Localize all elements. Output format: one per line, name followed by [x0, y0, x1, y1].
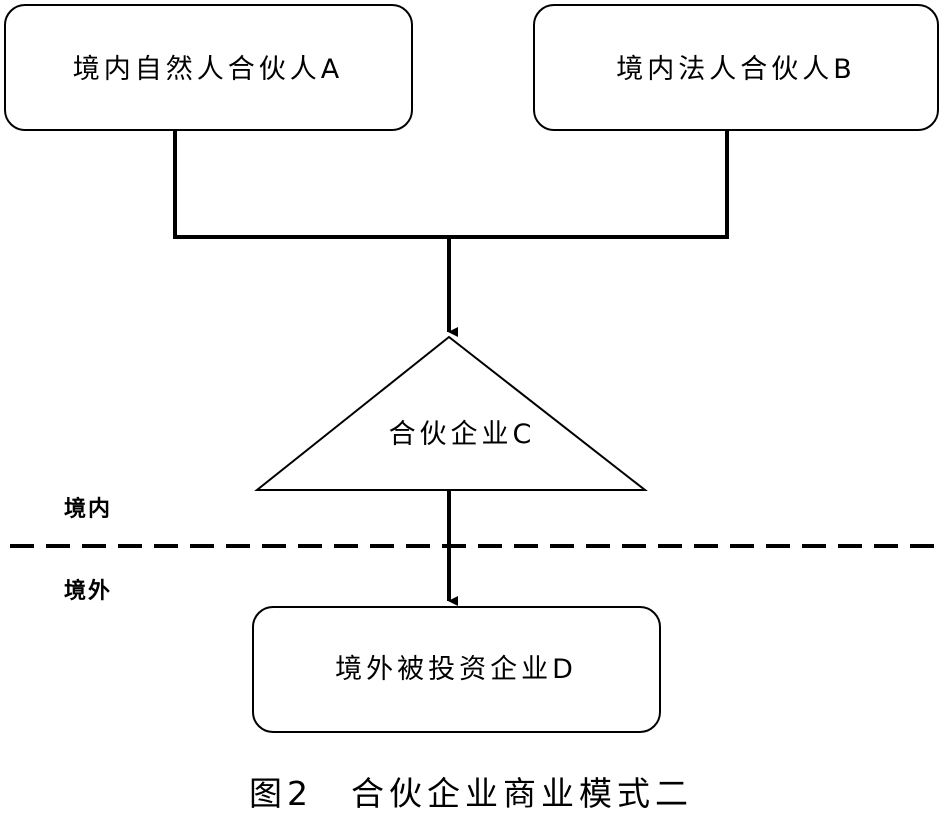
zone-domestic-label: 境内 [64, 496, 112, 522]
node-partnership-c-triangle [254, 335, 648, 491]
node-partner-b-label: 境内法人合伙人B [616, 54, 856, 85]
connector-partners [173, 130, 729, 337]
node-partnership-c: 合伙企业C [254, 335, 648, 491]
node-partner-b: 境内法人合伙人B [533, 4, 939, 131]
node-investee-d-label: 境外被投资企业D [335, 654, 577, 685]
node-investee-d: 境外被投资企业D [252, 606, 661, 733]
zone-overseas-label: 境外 [64, 578, 112, 604]
node-partner-a-label: 境内自然人合伙人A [73, 54, 343, 85]
node-partner-a-box [4, 4, 413, 131]
node-partner-a: 境内自然人合伙人A [4, 4, 413, 131]
figure-caption: 图2 合伙企业商业模式二 [249, 774, 693, 813]
node-partnership-c-label: 合伙企业C [389, 419, 536, 450]
node-partner-b-box [533, 4, 939, 131]
node-investee-d-box [252, 606, 661, 733]
